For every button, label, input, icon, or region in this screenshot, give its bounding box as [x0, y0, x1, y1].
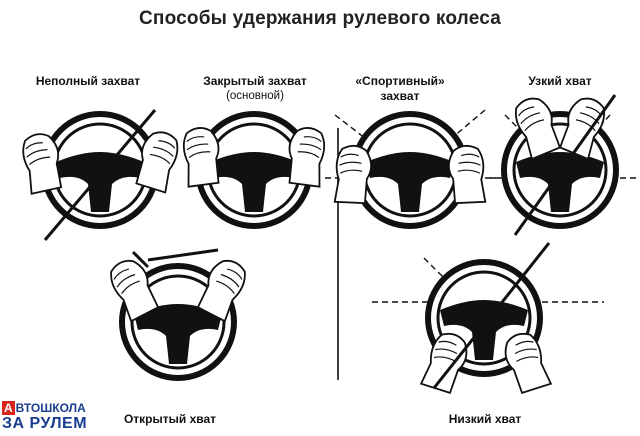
- logo-initial: А: [2, 401, 15, 415]
- cross-out-line: [513, 94, 617, 236]
- wheel-open-grip: [99, 248, 257, 378]
- label-closed-grip-text: Закрытый захват: [203, 74, 307, 88]
- logo-line2: ЗА РУЛЕМ: [2, 415, 88, 432]
- label-sport-grip: «Спортивный» захват: [345, 74, 455, 104]
- label-open-grip: Открытый хват: [123, 412, 217, 426]
- cross-out-line: [43, 109, 157, 241]
- label-sport-grip-line2: захват: [380, 89, 420, 103]
- label-partial-grip: Неполный захват: [35, 74, 141, 88]
- cross-out-line: [131, 250, 150, 269]
- label-low-grip: Низкий хват: [448, 412, 522, 426]
- cross-out-line: [432, 242, 551, 389]
- logo-line1: ВТОШКОЛА: [15, 401, 86, 415]
- label-closed-grip: Закрытый захват (основной): [180, 74, 330, 104]
- label-sport-grip-line1: «Спортивный»: [355, 74, 445, 88]
- wheel-low-grip: [372, 242, 604, 396]
- label-narrow-grip: Узкий хват: [528, 74, 592, 88]
- wheel-narrow-grip: [490, 91, 638, 236]
- wheel-sport-grip: [325, 109, 500, 226]
- cross-out-line: [147, 248, 219, 262]
- wheel-partial-grip: [12, 109, 190, 241]
- wheel-closed-grip: [173, 114, 335, 226]
- diagram-title: Способы удержания рулевого колеса: [139, 8, 501, 29]
- label-closed-grip-note: (основной): [226, 90, 284, 102]
